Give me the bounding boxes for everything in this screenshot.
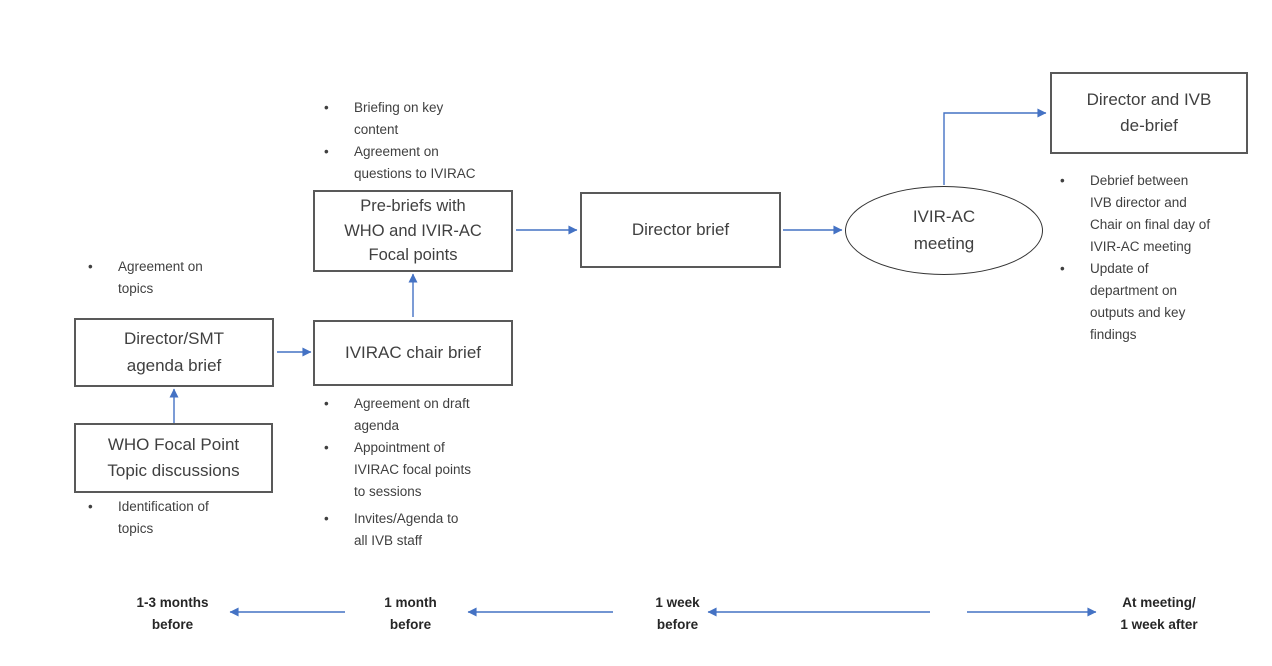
node-ivirac-chair-brief: IVIRAC chair brief bbox=[313, 320, 513, 386]
list-item: Agreement on questions to IVIRAC bbox=[324, 141, 499, 185]
node-director-smt-agenda-brief: Director/SMT agenda brief bbox=[74, 318, 274, 387]
node-ivir-ac-meeting: IVIR-AC meeting bbox=[845, 186, 1043, 275]
timeline-label-1-week-before: 1 week before bbox=[655, 595, 700, 632]
timeline-label-1-month-before: 1 month before bbox=[384, 595, 437, 632]
node-prebriefs-focal-points: Pre-briefs with WHO and IVIR-AC Focal po… bbox=[313, 190, 513, 272]
node-label: IVIR-AC meeting bbox=[912, 207, 976, 253]
timeline-label-1-3-months-before: 1-3 months before bbox=[136, 595, 209, 632]
node-label: Pre-briefs with WHO and IVIR-AC Focal po… bbox=[344, 196, 482, 265]
node-label: Director and IVB de-brief bbox=[1086, 89, 1212, 135]
node-label: Director/SMT agenda brief bbox=[123, 329, 225, 375]
bullet-list-agreement-topics: Agreement on topics bbox=[88, 256, 228, 300]
list-item: Agreement on topics bbox=[88, 256, 228, 300]
list-item: Debrief between IVB director and Chair o… bbox=[1060, 170, 1250, 258]
list-item: Appointment of IVIRAC focal points to se… bbox=[324, 437, 504, 503]
list-item: Agreement on draft agenda bbox=[324, 393, 504, 437]
bullet-list-chair-brief-notes: Agreement on draft agenda Appointment of… bbox=[324, 393, 504, 552]
list-item: Invites/Agenda to all IVB staff bbox=[324, 508, 504, 552]
list-item: Identification of topics bbox=[88, 496, 238, 540]
node-director-ivb-debrief: Director and IVB de-brief bbox=[1050, 72, 1248, 154]
bullet-list-debrief-notes: Debrief between IVB director and Chair o… bbox=[1060, 170, 1250, 346]
bullet-list-identification-topics: Identification of topics bbox=[88, 496, 238, 540]
node-label: WHO Focal Point Topic discussions bbox=[107, 434, 240, 480]
node-director-brief: Director brief bbox=[580, 192, 781, 268]
node-label: Director brief bbox=[631, 219, 730, 239]
node-who-focal-point-topic-discussions: WHO Focal Point Topic discussions bbox=[74, 423, 273, 493]
list-item: Update of department on outputs and key … bbox=[1060, 258, 1250, 346]
node-label: IVIRAC chair brief bbox=[344, 342, 482, 362]
list-item: Briefing on key content bbox=[324, 97, 499, 141]
bullet-list-prebrief-notes: Briefing on key content Agreement on que… bbox=[324, 97, 499, 185]
arrow-meeting-to-debrief bbox=[943, 108, 1047, 185]
timeline-label-at-meeting-1-week-after: At meeting/ 1 week after bbox=[1120, 595, 1198, 632]
